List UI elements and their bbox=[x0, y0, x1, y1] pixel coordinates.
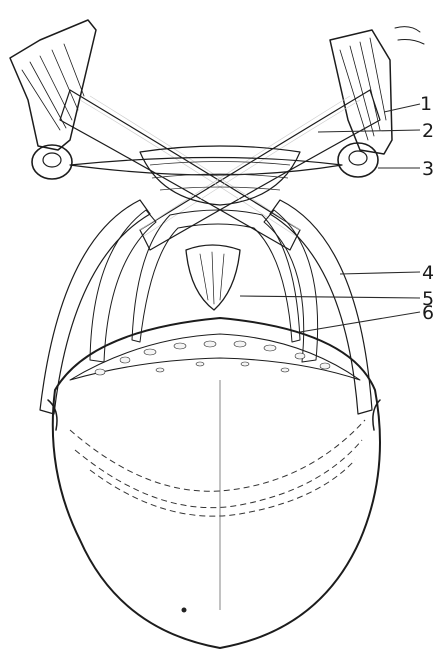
right-upper-muscle bbox=[330, 27, 424, 154]
right-arch-bundle bbox=[264, 200, 372, 414]
left-arch-bundle bbox=[40, 200, 156, 414]
callout-label-1: 1 bbox=[420, 93, 432, 115]
leader-4 bbox=[340, 272, 420, 274]
left-bone-knob bbox=[32, 145, 72, 179]
callout-label-6: 6 bbox=[422, 302, 434, 324]
callout-labels: 1 2 3 4 5 6 bbox=[420, 93, 434, 324]
leader-5 bbox=[240, 296, 420, 298]
callout-label-4: 4 bbox=[422, 262, 434, 284]
inner-arch bbox=[132, 210, 300, 342]
left-upper-muscle bbox=[10, 20, 96, 150]
epiglottis bbox=[186, 245, 240, 310]
right-bone-knob bbox=[338, 143, 378, 177]
callout-label-3: 3 bbox=[422, 158, 434, 180]
leader-2 bbox=[318, 130, 420, 132]
callout-label-2: 2 bbox=[422, 120, 434, 142]
leader-1 bbox=[384, 104, 420, 112]
tongue bbox=[48, 318, 380, 648]
